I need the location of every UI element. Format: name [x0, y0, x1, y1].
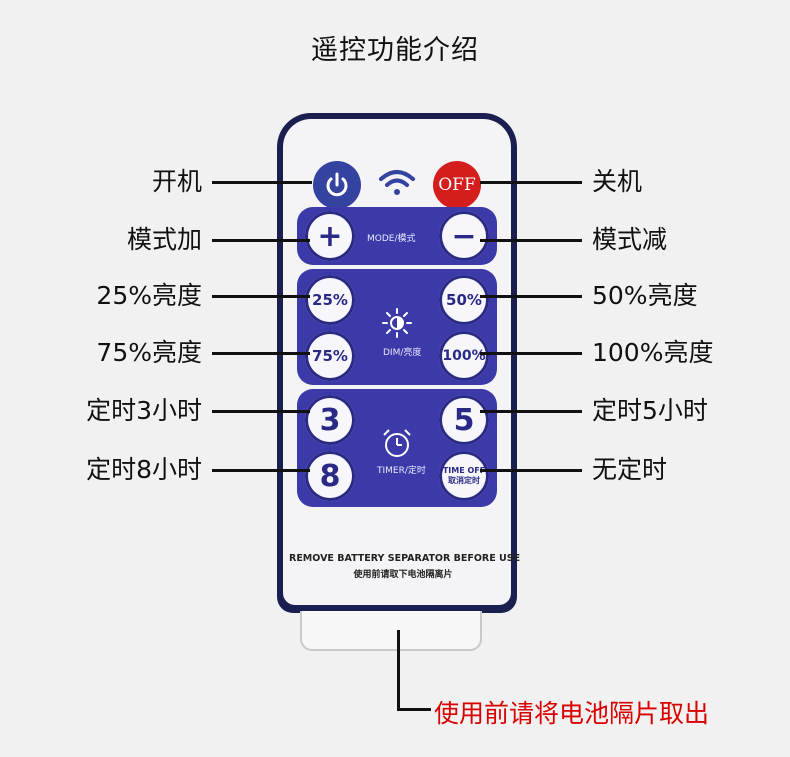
label-mode-plus: 模式加 [126, 225, 202, 254]
leader-line [212, 410, 310, 413]
label-brightness-50: 50%亮度 [592, 281, 698, 310]
battery-separator-tab[interactable] [300, 611, 482, 651]
label-timer-3h: 定时3小时 [86, 396, 202, 425]
brightness-icon [382, 308, 412, 338]
brightness-100-button[interactable]: 100% [439, 331, 489, 381]
timer-off-label: TIME OFF [442, 466, 486, 475]
page-title: 遥控功能介绍 [311, 35, 479, 66]
power-button[interactable] [313, 161, 361, 209]
leader-line [480, 410, 582, 413]
off-button[interactable]: OFF [433, 161, 481, 209]
leader-line [397, 708, 431, 711]
mode-plus-button[interactable]: + [305, 211, 355, 261]
timer-5h-button[interactable]: 5 [439, 395, 489, 445]
leader-line [212, 239, 310, 242]
dim-panel: 25% 50% DIM/亮度 75% 100% [297, 269, 497, 385]
leader-line [480, 295, 582, 298]
dim-text: DIM/亮度 [383, 348, 422, 358]
leader-line [480, 352, 582, 355]
leader-line [212, 352, 310, 355]
leader-line [480, 469, 582, 472]
leader-line [480, 239, 582, 242]
leader-line [480, 181, 582, 184]
timer-panel: 3 5 TIMER/定时 8 TIME OFF 取消定时 [297, 389, 497, 507]
label-timer-8h: 定时8小时 [86, 455, 202, 484]
mode-minus-button[interactable]: − [439, 211, 489, 261]
leader-line [212, 469, 310, 472]
separator-warning-cn: 使用前请取下电池隔离片 [353, 570, 453, 580]
label-brightness-75: 75%亮度 [96, 338, 202, 367]
timer-8h-button[interactable]: 8 [305, 451, 355, 501]
brightness-25-button[interactable]: 25% [305, 275, 355, 325]
brightness-50-button[interactable]: 50% [439, 275, 489, 325]
wifi-icon [379, 170, 415, 195]
label-power-on: 开机 [151, 167, 202, 196]
separator-warning-en: REMOVE BATTERY SEPARATOR BEFORE USE [289, 553, 521, 564]
timer-off-button[interactable]: TIME OFF 取消定时 [439, 451, 489, 501]
leader-line [212, 295, 310, 298]
label-power-off: 关机 [592, 167, 643, 196]
leader-line [212, 181, 312, 184]
remote-control: OFF + MODE/模式 − 25% 50% DIM/亮度 75% [277, 113, 520, 613]
label-brightness-25: 25%亮度 [96, 281, 202, 310]
power-icon [326, 172, 348, 197]
mode-text: MODE/模式 [367, 234, 416, 244]
label-mode-minus: 模式减 [592, 225, 668, 254]
remote-face: OFF + MODE/模式 − 25% 50% DIM/亮度 75% [283, 119, 520, 605]
leader-line [397, 630, 400, 710]
battery-separator-note: 使用前请将电池隔片取出 [434, 699, 710, 728]
label-timer-5h: 定时5小时 [592, 396, 708, 425]
timer-text: TIMER/定时 [377, 466, 426, 476]
timer-off-cn-label: 取消定时 [448, 476, 480, 485]
alarm-clock-icon [383, 429, 411, 457]
mode-panel: + MODE/模式 − [297, 207, 497, 265]
label-no-timer: 无定时 [592, 455, 668, 484]
label-brightness-100: 100%亮度 [592, 338, 714, 367]
timer-3h-button[interactable]: 3 [305, 395, 355, 445]
brightness-75-button[interactable]: 75% [305, 331, 355, 381]
